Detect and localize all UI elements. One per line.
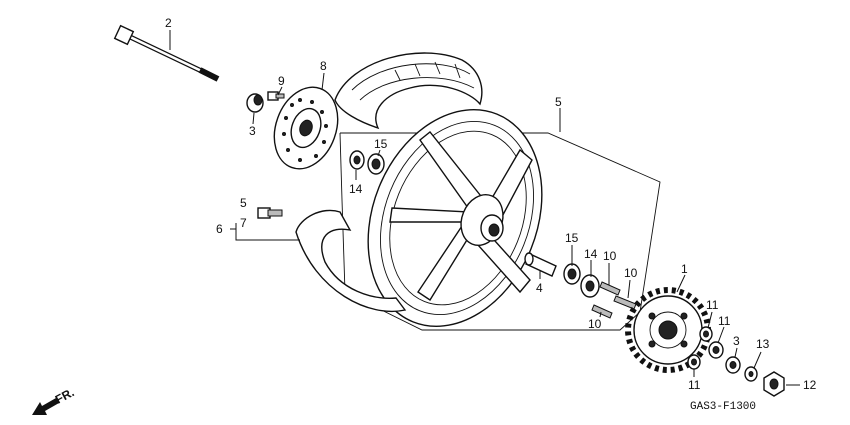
washer-13: [744, 366, 758, 382]
axle-nut-12: [763, 371, 785, 397]
label-2: 2: [165, 16, 172, 30]
bearing-14-right: [580, 274, 600, 298]
wheel-rim: [367, 109, 543, 327]
label-9: 9: [278, 74, 285, 88]
stud-10-a: [599, 281, 621, 296]
label-14-left: 14: [349, 182, 363, 196]
collar-3-top: [246, 93, 264, 113]
label-5-wheel: 5: [555, 95, 562, 109]
bolt-9: [267, 91, 285, 101]
label-14-right: 14: [584, 247, 598, 261]
brake-disc: [273, 86, 339, 170]
leader-lines: [169, 30, 800, 386]
label-5-screw: 5: [240, 196, 247, 210]
stud-10-c: [591, 304, 613, 319]
label-3-right: 3: [733, 334, 740, 348]
seal-15-right: [563, 263, 581, 285]
bearing-14-left: [349, 150, 365, 170]
seal-15-left: [367, 153, 385, 175]
axle-bolt: [113, 24, 220, 82]
label-10-b: 10: [624, 266, 638, 280]
label-4: 4: [536, 281, 543, 295]
label-8: 8: [320, 59, 327, 73]
label-11-c: 11: [688, 378, 701, 392]
nut-11-a: [699, 326, 713, 342]
label-3-top: 3: [249, 124, 256, 138]
label-11-b: 11: [718, 314, 731, 328]
front-direction-arrow-icon: [32, 398, 59, 415]
fender-piece: [295, 209, 407, 312]
label-6: 6: [216, 222, 223, 236]
nut-11-c: [687, 354, 701, 370]
nut-11-b: [708, 341, 724, 359]
screw-5-7: [257, 207, 283, 219]
diagram-code: GAS3-F1300: [690, 401, 756, 413]
group-outline: [339, 132, 661, 331]
label-7: 7: [240, 216, 247, 230]
label-15-right: 15: [565, 231, 579, 245]
spacer-4: [524, 252, 557, 277]
label-13: 13: [756, 337, 770, 351]
label-1: 1: [681, 262, 688, 276]
stud-10-b: [613, 295, 637, 310]
collar-3-right: [725, 356, 741, 374]
label-15-left: 15: [374, 137, 388, 151]
label-10-a: 10: [603, 249, 617, 263]
label-11-a: 11: [706, 298, 719, 312]
label-10-c: 10: [588, 317, 602, 331]
tire: [334, 52, 483, 130]
label-12: 12: [803, 378, 817, 392]
